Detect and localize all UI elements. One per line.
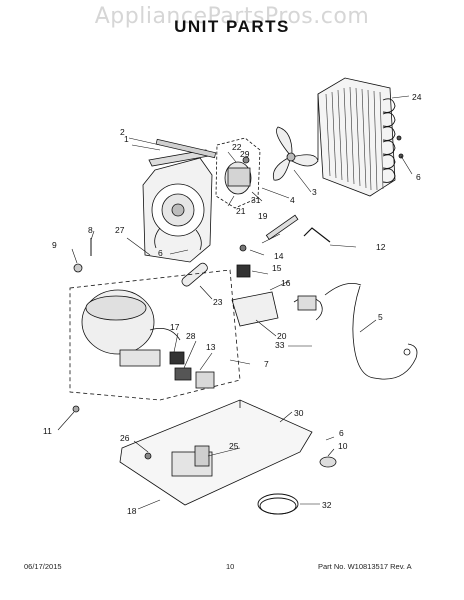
callout-19: 19 (258, 211, 268, 221)
thermostat-capillary (265, 214, 299, 240)
callout-6-shroud: 6 (158, 248, 163, 258)
page-title: UNIT PARTS (174, 17, 290, 36)
fan-blade (272, 126, 319, 181)
grommet-10 (319, 456, 337, 468)
callout-13: 13 (206, 342, 216, 352)
base-pan (119, 399, 313, 506)
callout-4: 4 (290, 195, 295, 205)
callout-28: 28 (186, 331, 196, 341)
wiring-harness (324, 282, 418, 380)
callout-5: 5 (378, 312, 383, 322)
callout-22: 22 (232, 142, 242, 152)
callout-11: 11 (43, 426, 52, 436)
callout-24: 24 (412, 92, 422, 102)
callout-26: 26 (120, 433, 130, 443)
capacitor-23 (181, 262, 208, 287)
callout-1: 1 (124, 134, 129, 144)
watermark: AppliancePartsPros.com (94, 4, 370, 29)
callout-8: 8 (88, 225, 93, 235)
callout-25: 25 (229, 441, 239, 451)
drain-tube-12 (303, 227, 331, 243)
footer-date: 06/17/2015 (24, 562, 62, 571)
callout-18: 18 (127, 506, 137, 516)
callout-14: 14 (274, 251, 284, 261)
footer-part-number: Part No. W10813517 Rev. A (318, 562, 412, 571)
callout-33: 33 (275, 340, 285, 350)
callout-27: 27 (115, 225, 125, 235)
callout-21: 21 (236, 206, 246, 216)
footer-page-number: 10 (226, 562, 235, 571)
fan-shroud (142, 149, 213, 263)
callout-6-coil: 6 (416, 172, 421, 182)
compressor-group (69, 263, 241, 413)
leader-lines (57, 95, 413, 510)
callout-10: 10 (338, 441, 348, 451)
callout-2: 2 (120, 127, 125, 137)
callout-17: 17 (170, 322, 180, 332)
callout-labels: 1 2 3 4 5 6 6 6 7 8 9 10 11 12 13 14 15 … (43, 92, 422, 516)
tubing-coil-32 (257, 493, 299, 515)
callout-29: 29 (240, 149, 250, 159)
callout-6-base: 6 (339, 428, 344, 438)
callout-31: 31 (251, 195, 261, 205)
control-bracket (231, 244, 323, 327)
callout-7: 7 (264, 359, 269, 369)
condenser-coil (317, 77, 404, 197)
callout-15: 15 (272, 263, 282, 273)
callout-23: 23 (213, 297, 223, 307)
fan-motor (215, 137, 261, 209)
callout-16: 16 (281, 278, 291, 288)
callout-12: 12 (376, 242, 386, 252)
callout-30: 30 (294, 408, 304, 418)
callout-3: 3 (312, 187, 317, 197)
callout-32: 32 (322, 500, 332, 510)
seal-strip (155, 138, 217, 159)
callout-9: 9 (52, 240, 57, 250)
callout-20: 20 (277, 331, 287, 341)
